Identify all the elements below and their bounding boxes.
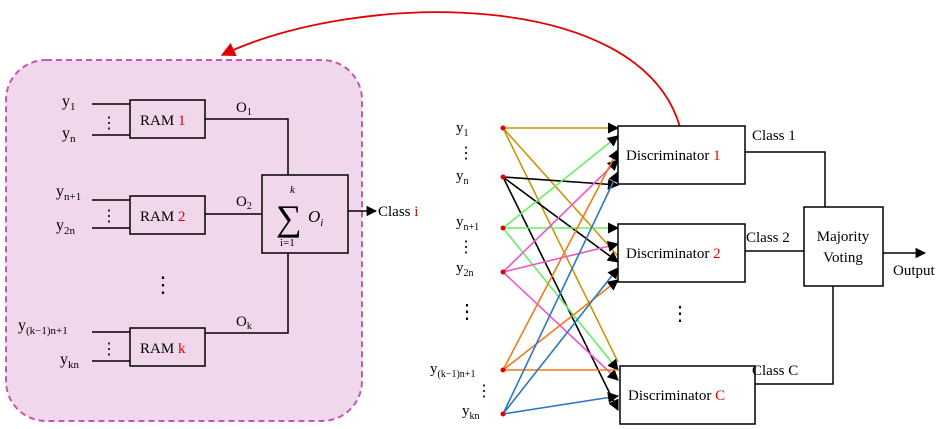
ram-unit-1: y1 yn ⋮ RAM 1 O1: [62, 93, 289, 175]
sum-symbol: ∑: [276, 198, 302, 238]
ram-label-1: RAM 1: [140, 113, 185, 129]
ramk-input-top: y(k−1)n+1: [18, 317, 68, 337]
input-nodes: [500, 125, 506, 417]
ram-box-2: [129, 195, 206, 235]
wires-y1: [502, 122, 620, 363]
classc-wire: [755, 286, 834, 385]
input-label-yn1: yn+1: [456, 214, 479, 233]
sum-lower-limit: i=1: [280, 237, 295, 249]
discriminator-ellipsis: ⋮: [670, 303, 690, 325]
class1-wire: [745, 151, 826, 207]
ramk-input-bottom: ykn: [60, 351, 80, 371]
sum-term: Oi: [308, 207, 323, 229]
summation-block: k ∑ i=1 Oi Class i: [261, 174, 418, 254]
discriminator-label-1: Discriminator 1: [626, 148, 721, 164]
summation-box: [261, 174, 349, 254]
wisard-panel: [5, 59, 363, 422]
wires-yn1: [502, 135, 620, 371]
input-dots-2: ⋮: [458, 239, 474, 256]
ram2-input-bottom: y2n: [56, 217, 76, 237]
input-ellipsis: ⋮: [457, 301, 477, 323]
feedback-arrow: [220, 11, 681, 128]
ram2-output-label: O2: [236, 194, 252, 212]
class1-label: Class 1: [752, 128, 796, 144]
discriminator-label-2: Discriminator 2: [626, 246, 721, 262]
input-label-y2n: y2n: [456, 260, 474, 279]
discriminator-1: Discriminator 1: [617, 125, 746, 185]
ram-ellipsis: ⋮: [152, 272, 174, 297]
ram2-dots: ⋮: [101, 208, 117, 225]
discriminator-box-1: [617, 125, 746, 185]
input-dots-1: ⋮: [458, 145, 474, 162]
ram-box-k: [129, 327, 206, 367]
input-labels: y1 ⋮ yn yn+1 ⋮ y2n ⋮ y(k−1)n+1 ⋮ ykn: [430, 120, 492, 422]
class-i-label: Class i: [378, 204, 418, 220]
ram-unit-2: yn+1 y2n ⋮ RAM 2 O2: [56, 183, 262, 237]
voting-line-1: Majority: [817, 229, 870, 245]
discriminator-box-c: [619, 365, 756, 425]
discriminator-2: Discriminator 2: [617, 223, 746, 283]
majority-voting-box: [803, 206, 884, 287]
ram1-output-label: O1: [236, 100, 252, 118]
ram-label-2: RAM 2: [140, 209, 185, 225]
ram-label-k: RAM k: [140, 341, 186, 357]
ram1-input-top: y1: [62, 93, 76, 113]
discriminator-box-2: [617, 223, 746, 283]
ramk-output-label: Ok: [236, 314, 252, 332]
ram-unit-k: y(k−1)n+1 ykn ⋮ RAM k Ok: [18, 253, 289, 371]
ram2-input-top: yn+1: [56, 183, 81, 203]
input-dots-3: ⋮: [476, 383, 492, 400]
voting-line-2: Voting: [823, 250, 863, 266]
ram1-dots: ⋮: [101, 115, 117, 132]
input-label-ykn: ykn: [462, 403, 480, 422]
sum-upper-limit: k: [290, 184, 296, 196]
majority-voting: Majority Voting: [803, 206, 884, 287]
ramk-dots: ⋮: [101, 341, 117, 358]
wires-ykn: [502, 170, 620, 415]
classc-label: Class C: [752, 363, 798, 379]
input-label-yn: yn: [456, 168, 469, 187]
wires-ykn1: [502, 149, 619, 371]
discriminator-c: Discriminator C: [619, 365, 756, 425]
class2-label: Class 2: [746, 230, 790, 246]
input-label-ykn1: y(k−1)n+1: [430, 361, 475, 380]
output-label: Output: [893, 263, 936, 279]
discriminator-label-c: Discriminator C: [628, 388, 725, 404]
ram1-input-bottom: yn: [62, 125, 76, 145]
input-label-y1: y1: [456, 120, 469, 139]
